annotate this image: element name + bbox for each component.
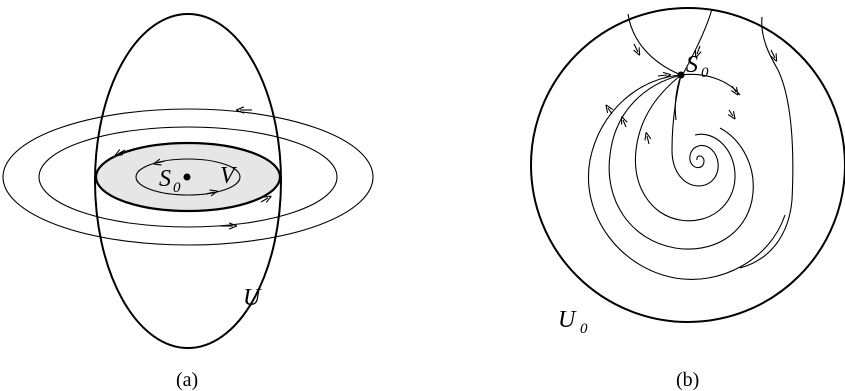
arrow-b-5 [608,108,612,115]
caption-b: (b) [676,369,699,391]
label-V: V [220,163,237,189]
label-S0-a-sub: 0 [173,180,181,196]
label-S0-b: S [686,52,698,78]
set-U0-boundary [530,7,845,323]
arrow-b-8 [732,85,736,92]
label-U: U [243,285,262,311]
trajectory-top-right [739,16,794,269]
arrow-b-9 [647,136,649,145]
label-S0-a: S [159,166,171,192]
trajectory-spiral-mid [608,74,754,250]
panel-b: S 0 U 0 (b) [530,7,845,391]
arrow-b-7 [729,109,733,116]
arrow-inner-bottom [205,192,214,194]
arrow-b-3 [771,49,775,58]
arrow-b-6 [623,120,626,128]
set-U-boundary [94,13,282,349]
point-S0 [183,173,191,181]
panel-a: S 0 V U (a) [2,13,374,391]
arrow-V-left [118,150,126,154]
point-S0-b [677,71,685,79]
arrow-b-4 [657,75,667,76]
orbit-inner [135,158,241,196]
arrow-b-1 [634,43,638,52]
orbit-middle [38,126,338,228]
arrow-V-right [260,198,268,202]
trajectory-spiral-outer [588,74,786,280]
trajectory-spiral-inner [634,74,736,222]
label-U0: U [558,307,577,333]
label-U0-sub: 0 [580,321,588,337]
caption-a: (a) [176,369,198,391]
orbit-outer [2,108,374,246]
trajectory-top-left [627,13,682,76]
label-S0-b-sub: 0 [701,65,709,81]
arrow-b-2 [697,45,700,54]
trajectory-spiral-core [671,74,719,187]
trajectory-top-mid [682,8,713,75]
arrow-inner-top [157,161,166,163]
trajectory-center-vertical [674,74,682,121]
